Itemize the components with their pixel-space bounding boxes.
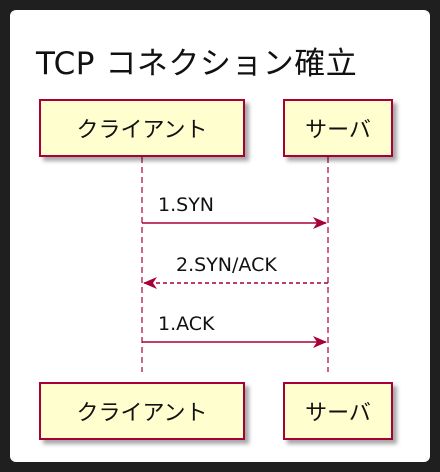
participant-server-bottom: サーバ	[283, 382, 393, 440]
message-label-synack: 2.SYN/ACK	[176, 254, 277, 276]
sequence-lines	[141, 147, 329, 372]
message-label-ack: 1.ACK	[158, 313, 215, 335]
participant-server-top: サーバ	[283, 99, 393, 157]
diagram-title: TCP コネクション確立	[36, 46, 358, 82]
message-label-syn: 1.SYN	[158, 194, 215, 216]
participant-client-bottom: クライアント	[39, 382, 245, 440]
participant-client-top: クライアント	[39, 99, 245, 157]
diagram-card: TCP コネクション確立 クライアント サーバ 1.SYN 2.SYN/ACK …	[10, 10, 430, 462]
